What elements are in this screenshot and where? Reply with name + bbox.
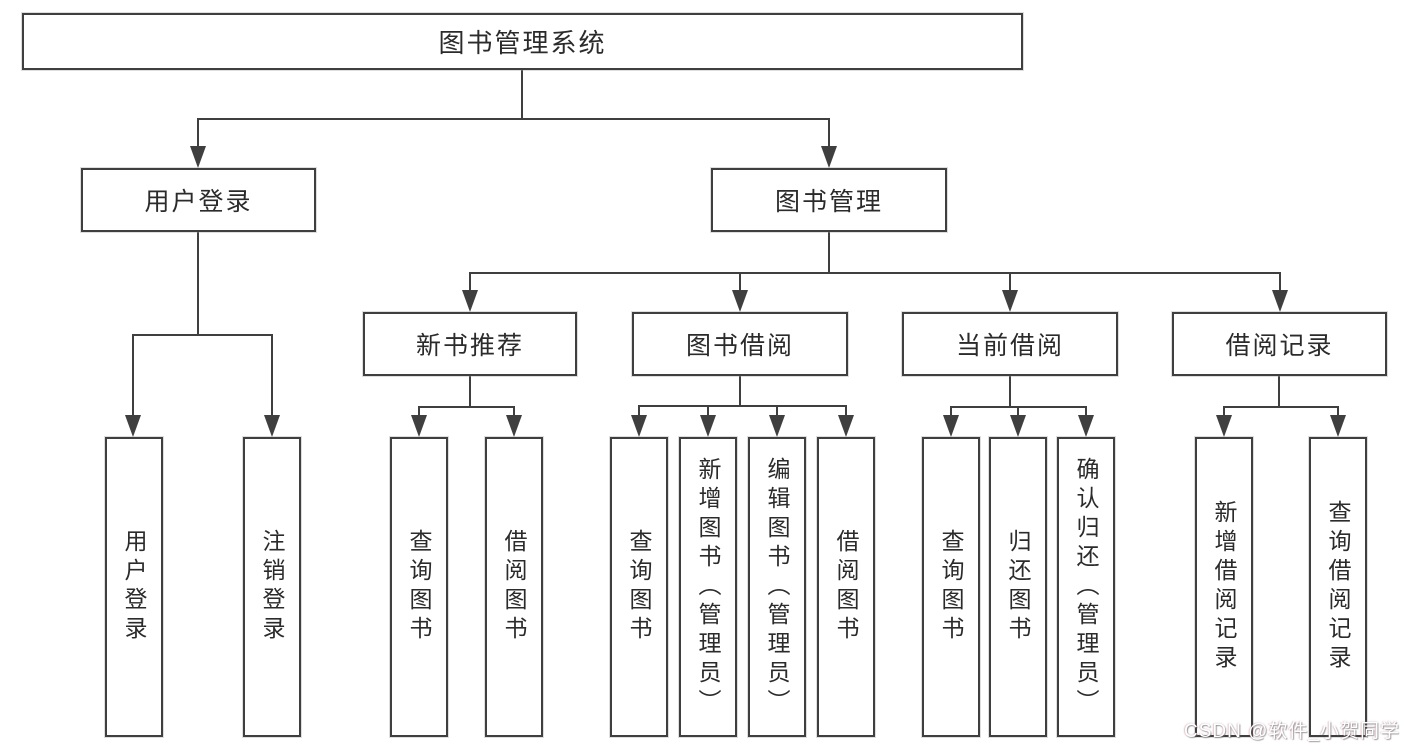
leaf-confirm-return-admin: 确认归还（管理员） xyxy=(1057,437,1115,737)
leaf-borrow-books-recommend: 借阅图书 xyxy=(485,437,543,737)
leaf-query-books-borrow: 查询图书 xyxy=(610,437,668,737)
leaf-edit-books-admin: 编辑图书（管理员） xyxy=(748,437,806,737)
node-current-borrow: 当前借阅 xyxy=(902,312,1118,376)
node-library-system: 图书管理系统 xyxy=(22,13,1023,70)
leaf-query-borrow-record: 查询借阅记录 xyxy=(1309,437,1367,737)
leaf-query-books-current: 查询图书 xyxy=(922,437,980,737)
leaf-return-books: 归还图书 xyxy=(989,437,1047,737)
leaf-add-borrow-record: 新增借阅记录 xyxy=(1195,437,1253,737)
leaf-borrow-books: 借阅图书 xyxy=(817,437,875,737)
node-book-borrow: 图书借阅 xyxy=(632,312,848,376)
node-new-book-recommend: 新书推荐 xyxy=(363,312,577,376)
leaf-user-login: 用户登录 xyxy=(105,437,163,737)
leaf-query-books-recommend: 查询图书 xyxy=(390,437,448,737)
node-user-login: 用户登录 xyxy=(81,168,316,232)
leaf-logout: 注销登录 xyxy=(243,437,301,737)
node-borrow-records: 借阅记录 xyxy=(1172,312,1387,376)
leaf-add-books-admin: 新增图书（管理员） xyxy=(679,437,737,737)
csdn-watermark: CSDN @软件_小贺同学 xyxy=(1184,721,1400,742)
node-book-management: 图书管理 xyxy=(711,168,947,232)
